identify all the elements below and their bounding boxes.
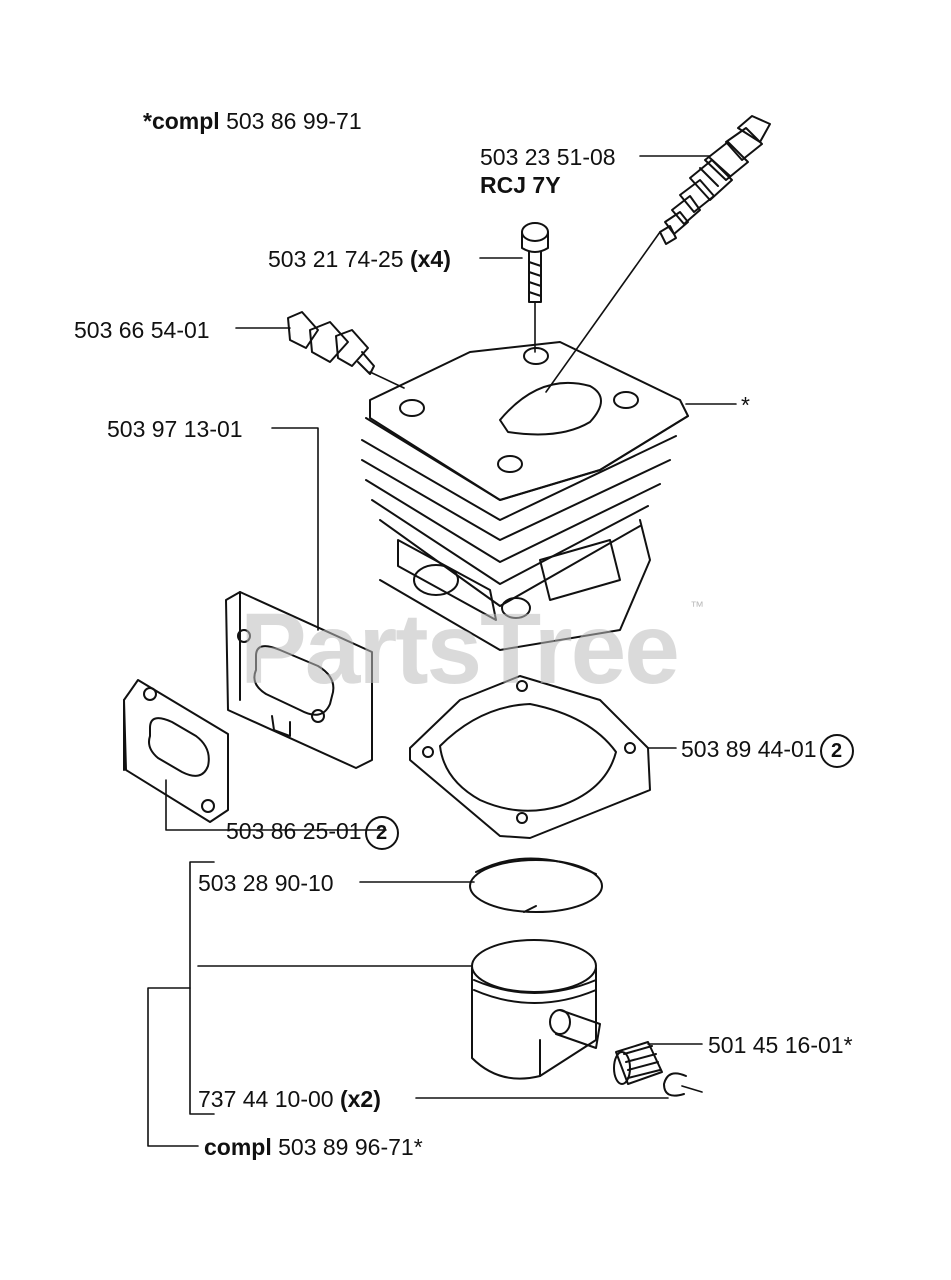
label-needle-bearing[interactable]: 501 45 16-01* (708, 1032, 853, 1058)
label-screw[interactable]: 503 21 74-25 (x4) (268, 246, 451, 272)
leader-decompression-valve (235, 327, 405, 389)
label-cylinder-ref: * (741, 392, 750, 418)
quantity-badge: 2 (819, 734, 854, 768)
quantity-badge: 2 (364, 816, 399, 850)
muffler-gasket-part[interactable] (123, 679, 229, 823)
cylinder-part[interactable] (361, 341, 689, 651)
piston-part[interactable] (471, 939, 601, 1080)
screw-part[interactable] (521, 222, 549, 303)
label-decompression-valve[interactable]: 503 66 54-01 (74, 317, 210, 343)
label-circlip[interactable]: 737 44 10-00 (x2) (198, 1086, 381, 1112)
leader-heat-shield (271, 427, 319, 631)
watermark: PartsTree (240, 593, 680, 705)
watermark-trademark: ™ (690, 598, 704, 614)
bracket-piston-compl (147, 987, 199, 1147)
leader-muffler-gasket (165, 779, 387, 831)
label-heat-shield[interactable]: 503 97 13-01 (107, 416, 243, 442)
leader-screw (479, 257, 536, 353)
label-piston-ring[interactable]: 503 28 90-10 (198, 870, 334, 896)
label-cylinder-compl[interactable]: *compl 503 86 99-71 (143, 108, 362, 134)
spark-plug-part[interactable] (659, 115, 771, 245)
piston-ring-part[interactable] (469, 857, 603, 913)
heat-shield-part[interactable] (225, 591, 373, 769)
leader-circlip (415, 1085, 703, 1099)
circlip-part[interactable] (663, 1072, 687, 1097)
needle-bearing-part[interactable] (613, 1041, 663, 1085)
label-spark-plug[interactable]: 503 23 51-08 (480, 144, 616, 170)
leader-spark-plug-axis (545, 231, 661, 393)
bracket-piston-group (189, 861, 215, 1115)
label-piston-compl[interactable]: compl 503 89 96-71* (204, 1134, 423, 1160)
label-spark-plug-type: RCJ 7Y (480, 172, 561, 198)
decompression-valve-part[interactable] (287, 311, 375, 375)
base-gasket-part[interactable] (409, 675, 651, 839)
